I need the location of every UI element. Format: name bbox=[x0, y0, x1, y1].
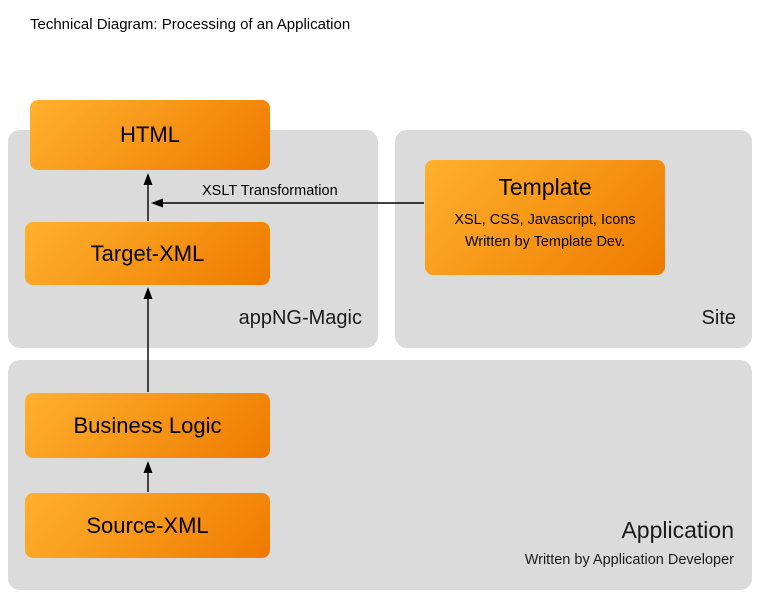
node-target-xml-label: Target-XML bbox=[90, 240, 205, 266]
appng-magic-label: appNG-Magic bbox=[238, 307, 362, 329]
node-html-label: HTML bbox=[120, 122, 180, 147]
node-template-label: Template bbox=[498, 174, 592, 200]
node-business-logic: Business Logic bbox=[25, 393, 270, 458]
node-source-xml: Source-XML bbox=[25, 493, 270, 558]
site-label: Site bbox=[701, 307, 736, 329]
diagram-title: Technical Diagram: Processing of an Appl… bbox=[30, 16, 351, 33]
node-business-logic-label: Business Logic bbox=[73, 412, 222, 438]
node-template-subline-2: Written by Template Dev. bbox=[464, 234, 626, 250]
node-target-xml: Target-XML bbox=[25, 222, 270, 285]
xslt-transformation-label: XSLT Transformation bbox=[202, 183, 338, 199]
application-label: Application bbox=[621, 517, 734, 543]
node-source-xml-label: Source-XML bbox=[86, 512, 209, 538]
application-sublabel: Written by Application Developer bbox=[524, 552, 734, 568]
node-template: Template XSL, CSS, Javascript, Icons Wri… bbox=[425, 160, 665, 275]
node-html: HTML bbox=[30, 100, 270, 170]
node-template-subline-1: XSL, CSS, Javascript, Icons bbox=[454, 212, 636, 228]
